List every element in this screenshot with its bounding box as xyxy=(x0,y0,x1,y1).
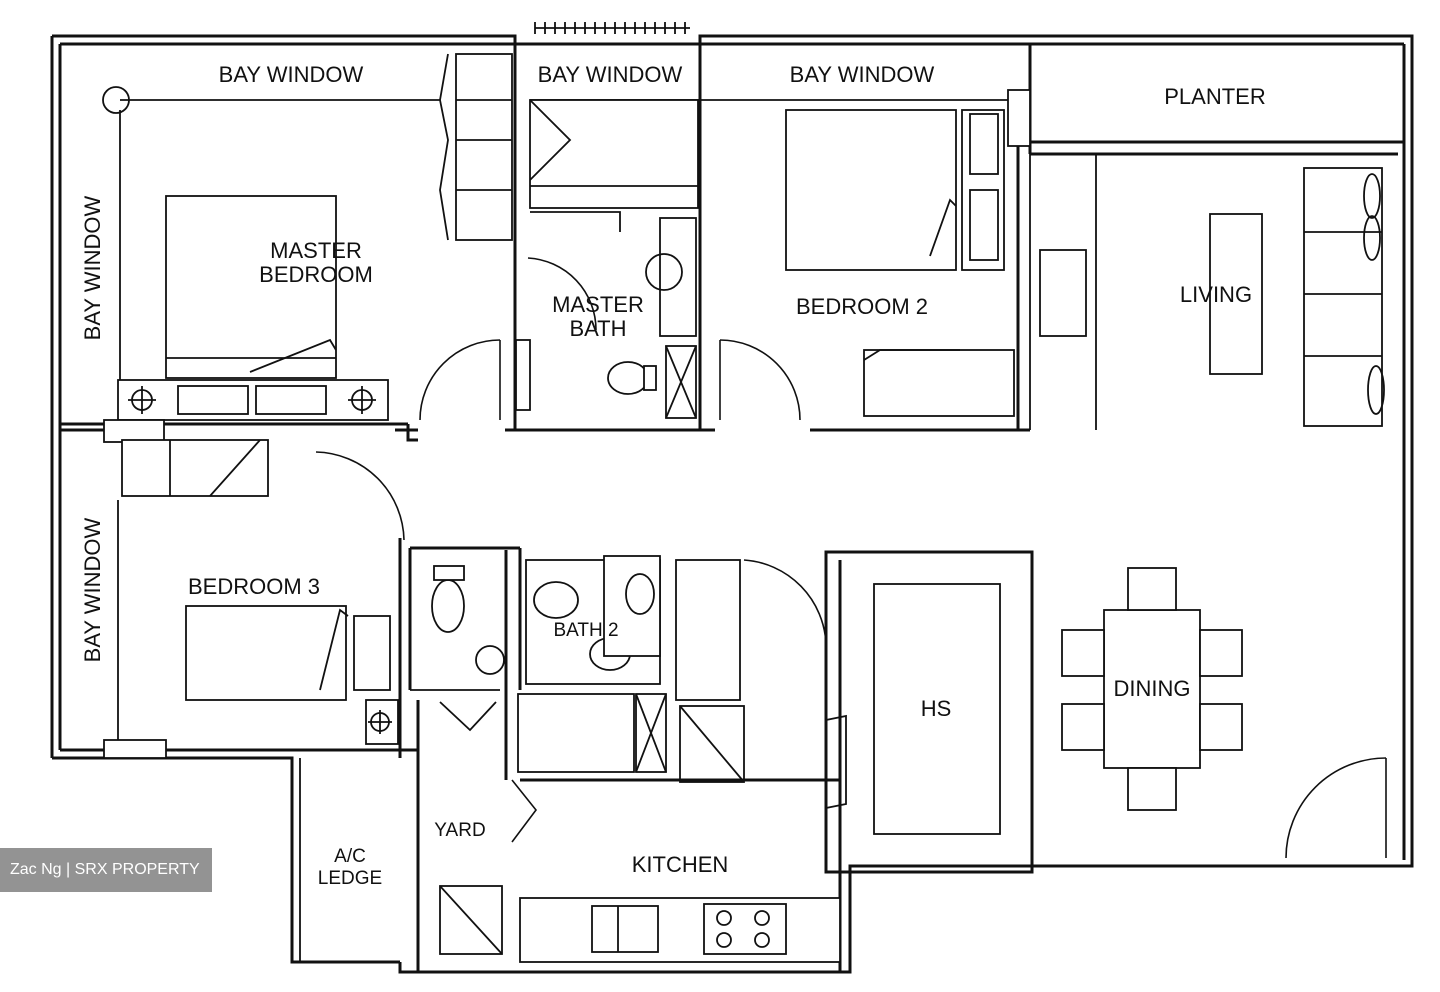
label-ac-ledge-1: A/C xyxy=(334,846,366,867)
bath-2 xyxy=(408,546,522,732)
vanity xyxy=(659,217,697,337)
bedroom2-wardrobe xyxy=(863,349,1015,417)
dining xyxy=(1061,567,1387,859)
bedroom-2 xyxy=(719,89,1031,432)
master-bath xyxy=(505,36,715,432)
master-bed xyxy=(165,195,337,379)
label-bath-2: BATH 2 xyxy=(553,620,618,641)
watermark: Zac Ng | SRX PROPERTY xyxy=(0,848,212,892)
label-bay-window-lower-left: BAY WINDOW xyxy=(80,517,105,662)
kitchen-counter xyxy=(519,897,841,963)
master-bedside-unit xyxy=(117,379,389,421)
labels: BAY WINDOW BAY WINDOW BAY WINDOW PLANTER… xyxy=(80,62,1266,889)
master-toilet xyxy=(607,361,649,395)
label-hs: HS xyxy=(921,696,952,721)
master-bedroom-door xyxy=(419,339,501,421)
bedroom2-bed xyxy=(785,109,957,271)
label-bedroom-3: BEDROOM 3 xyxy=(188,574,320,599)
outer-walls xyxy=(50,22,1414,974)
living xyxy=(1029,154,1385,430)
label-yard: YARD xyxy=(434,820,485,841)
coffee-table xyxy=(1209,213,1263,375)
label-planter: PLANTER xyxy=(1164,84,1265,109)
label-bay-window-top-left: BAY WINDOW xyxy=(219,62,364,87)
master-wardrobe xyxy=(455,53,513,241)
label-bedroom-2: BEDROOM 2 xyxy=(796,294,928,319)
kitchen xyxy=(519,559,842,972)
bedroom3-bed xyxy=(185,605,347,701)
label-living: LIVING xyxy=(1180,282,1252,307)
label-dining: DINING xyxy=(1114,676,1191,701)
label-bay-window-top-mid: BAY WINDOW xyxy=(538,62,683,87)
label-master-bath-1: MASTER xyxy=(552,292,644,317)
bedroom3-wardrobe xyxy=(121,439,269,497)
hs-block xyxy=(873,583,1001,835)
bedroom-3 xyxy=(60,419,418,759)
label-master-bath-2: BATH xyxy=(569,316,626,341)
dining-table xyxy=(1103,609,1201,769)
bedroom3-door xyxy=(315,451,405,541)
label-bay-window-top-right: BAY WINDOW xyxy=(790,62,935,87)
sofa xyxy=(1303,167,1383,427)
bath2-toilet xyxy=(431,579,465,633)
household-shelter xyxy=(824,550,1034,874)
label-bay-window-left: BAY WINDOW xyxy=(80,195,105,340)
kitchen-sink xyxy=(591,905,659,953)
yard-service xyxy=(416,550,745,972)
label-master-bedroom-2: BEDROOM xyxy=(259,262,373,287)
kitchen-door xyxy=(743,559,827,645)
main-door xyxy=(1285,757,1387,859)
tv-console xyxy=(1039,249,1087,337)
label-kitchen: KITCHEN xyxy=(632,852,729,877)
label-master-bedroom-1: MASTER xyxy=(270,238,362,263)
label-ac-ledge-2: LEDGE xyxy=(318,868,382,889)
bedroom2-door xyxy=(719,339,801,421)
kitchen-hob xyxy=(703,903,787,955)
top-vent xyxy=(534,22,690,34)
